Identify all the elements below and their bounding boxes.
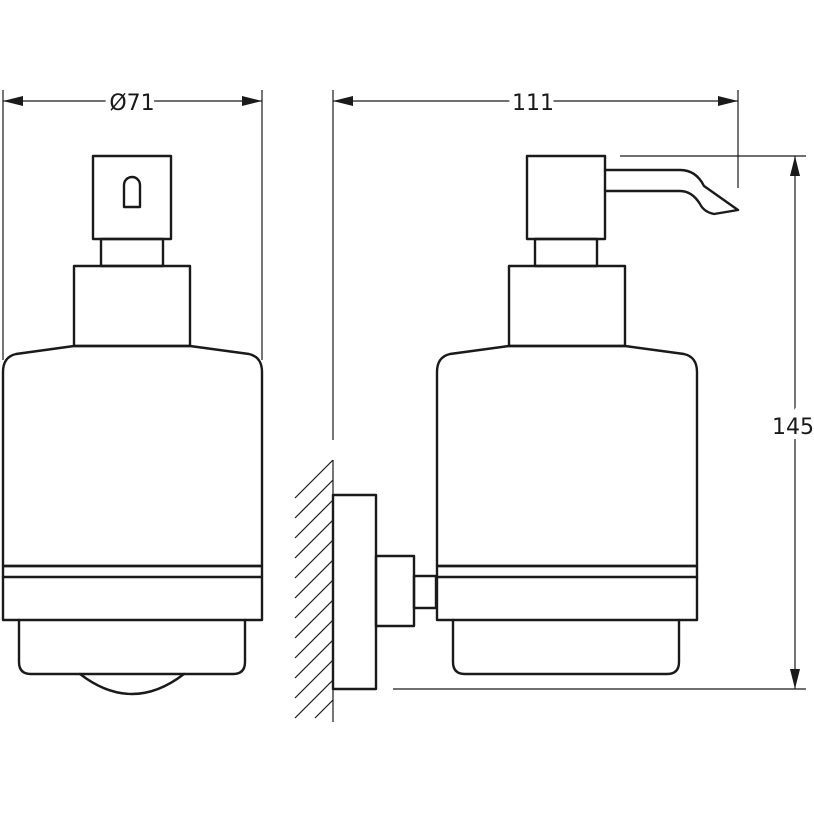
- arm-connector: [412, 574, 438, 610]
- arm-block: [374, 554, 416, 628]
- depth-label: 111: [512, 91, 554, 116]
- front-base-dome: [78, 672, 186, 696]
- height-label: 145: [772, 415, 814, 440]
- front-pump-stem: [99, 237, 165, 268]
- front-pump-slot: [122, 175, 142, 209]
- front-view: Ø71: [1, 86, 264, 696]
- front-holder-ring: [1, 564, 264, 622]
- side-holder-ring: [435, 564, 699, 622]
- side-view: 111 145: [294, 86, 814, 722]
- side-bottle-body: [435, 344, 699, 568]
- depth-arrow-left: [333, 96, 353, 106]
- side-pump-stem: [533, 237, 599, 268]
- diameter-label: Ø71: [109, 91, 154, 116]
- wall-hatching: [294, 459, 334, 719]
- side-bottom-cup: [451, 618, 681, 676]
- depth-arrow-right: [718, 96, 738, 106]
- side-pump-head: [525, 154, 607, 241]
- wall-plate: [331, 493, 378, 691]
- diameter-arrow-right: [242, 96, 262, 106]
- side-bottle-neck: [507, 264, 627, 348]
- height-arrow-bottom: [790, 669, 800, 689]
- diameter-arrow-left: [3, 96, 23, 106]
- front-bottom-cup: [17, 618, 247, 676]
- front-pump-head: [91, 154, 173, 241]
- height-arrow-top: [790, 156, 800, 176]
- side-spout: [603, 168, 740, 216]
- front-bottle-neck: [72, 264, 192, 348]
- front-bottle-body: [1, 344, 264, 568]
